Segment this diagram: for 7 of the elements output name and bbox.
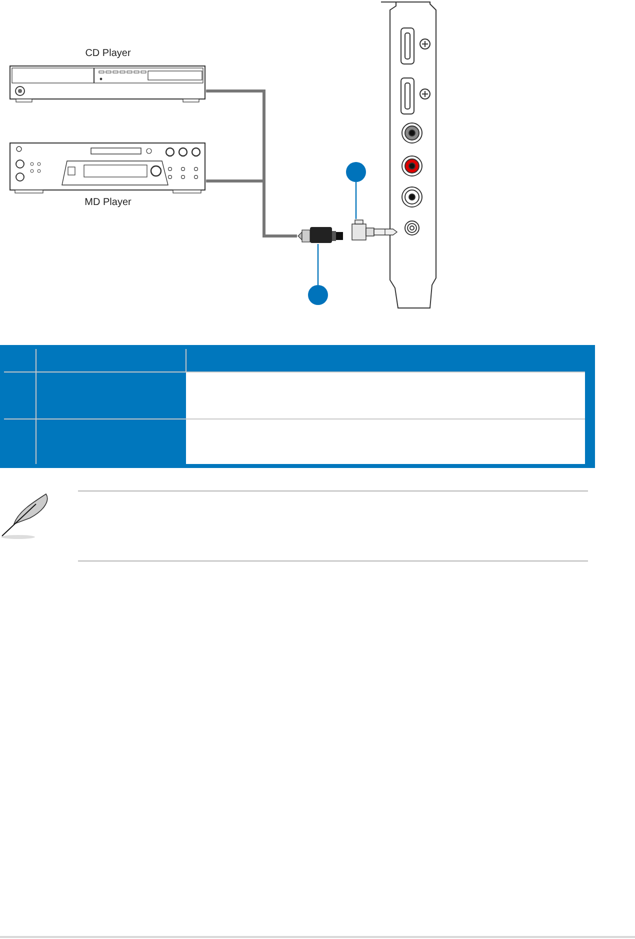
- callout-circle: [346, 162, 366, 182]
- callout-circle: [308, 285, 328, 305]
- cable-line: [206, 180, 297, 238]
- device-label: MD Player: [84, 197, 132, 208]
- leader-line: [317, 244, 319, 285]
- device-label: CD Player: [84, 48, 132, 59]
- leader-line: [355, 182, 357, 219]
